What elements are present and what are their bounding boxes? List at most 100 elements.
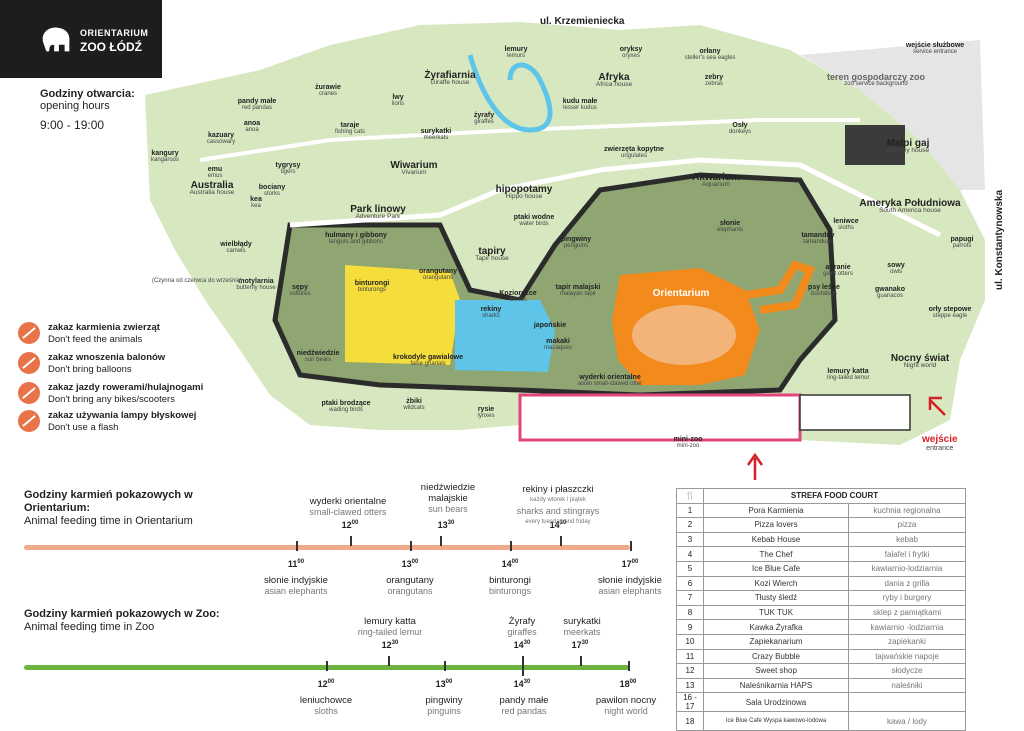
food-row-number: 7 (676, 590, 704, 606)
food-row-name: Pizza lovers (703, 517, 849, 533)
food-row-number: 8 (676, 604, 704, 621)
logo-line1: ORIENTARIUM (80, 28, 149, 38)
tick-z6 (580, 656, 582, 666)
food-row-name: TUK TUK (703, 604, 849, 621)
food-row-type: dania z grilla (848, 575, 966, 592)
time-o6: 1430 (549, 520, 567, 530)
food-row-name: Tłusty śledź (703, 590, 849, 606)
rule-no-feeding-en: Don't feed the animals (48, 334, 143, 345)
food-row-name: Sweet shop (703, 663, 849, 679)
time-o7: 1700 (621, 559, 639, 569)
rule-no-balloons-pl: zakaz wnoszenia balonów (48, 352, 166, 363)
food-row-type: kawa / lody (848, 711, 966, 731)
no-bikes-icon (18, 382, 40, 404)
tick-z5 (522, 666, 524, 676)
fork-knife-icon: 🍴 (676, 488, 704, 504)
rule-no-balloons-en: Don't bring balloons (48, 364, 132, 375)
timeline-orientarium (24, 545, 630, 550)
food-row-type: zapiekanki (848, 633, 966, 650)
opening-hours-time: 9:00 - 19:00 (40, 118, 105, 132)
no-feeding-icon (18, 322, 40, 344)
rule-no-flash-pl: zakaz używania lampy błyskowej (48, 410, 197, 421)
tick-z7 (628, 661, 630, 671)
food-row-type: kuchnia regionalna (848, 502, 966, 519)
service-area (800, 40, 985, 190)
no-flash-icon (18, 410, 40, 432)
food-row-number: 16 - 17 (676, 692, 704, 713)
rule-no-feeding-pl: zakaz karmienia zwierząt (48, 322, 160, 333)
food-row-type: tajwańskie napoje (848, 648, 966, 665)
food-row-number: 1 (676, 502, 704, 519)
entrance-arrow-2 (928, 396, 946, 416)
food-row-type: falafel i frytki (848, 546, 966, 562)
food-row-type: słodycze (848, 663, 966, 679)
food-row-name: Kozi Wierch (703, 575, 849, 592)
label-japonskie: japońskie (533, 322, 567, 329)
rule-no-bikes-en: Don't bring any bikes/scooters (48, 394, 175, 405)
food-row-name: Sala Urodzinowa (703, 692, 849, 713)
food-court-title: STREFA FOOD COURT (703, 488, 966, 504)
food-row-type: kawiarnio-lodziarnia (848, 560, 966, 577)
monkey-house-roof (845, 125, 905, 165)
tick-z4 (522, 656, 524, 666)
time-z4: 1430 (513, 640, 531, 650)
food-row-number: 18 (676, 711, 704, 731)
food-row-type: ryby i burgery (848, 590, 966, 606)
tick-o5 (510, 541, 512, 551)
opening-hours-title: Godziny otwarcia: (40, 88, 135, 100)
orientarium-arena (632, 305, 736, 365)
food-row-number: 4 (676, 546, 704, 562)
no-balloons-icon (18, 352, 40, 374)
section-yellow (345, 265, 460, 365)
